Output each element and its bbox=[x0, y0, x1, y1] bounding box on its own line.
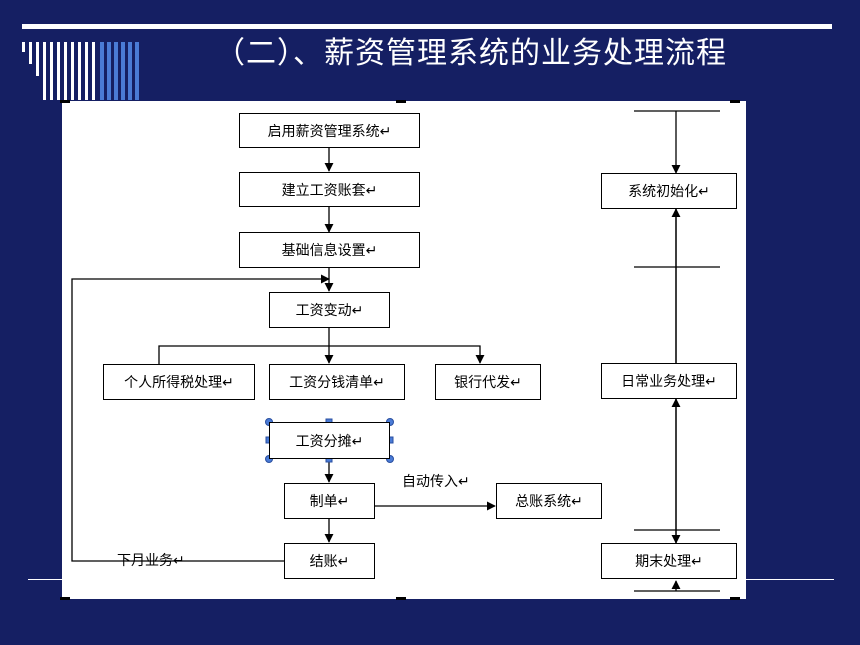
setup-account-box: 建立工资账套↵ bbox=[239, 172, 420, 207]
flowchart-panel: 启用薪资管理系统↵ 建立工资账套↵ 基础信息设置↵ 工资变动↵ 个人所得税处理↵… bbox=[60, 100, 746, 600]
start-salary-system-box: 启用薪资管理系统↵ bbox=[239, 113, 420, 148]
corner-mark bbox=[396, 597, 406, 600]
flowchart-connectors bbox=[71, 110, 720, 592]
daily-processing-box: 日常业务处理↵ bbox=[601, 363, 737, 399]
corner-mark bbox=[60, 597, 70, 600]
decorative-stripes bbox=[22, 42, 142, 100]
corner-mark bbox=[60, 100, 70, 103]
cash-list-box: 工资分钱清单↵ bbox=[269, 364, 405, 400]
period-end-box: 期末处理↵ bbox=[601, 543, 737, 579]
corner-mark bbox=[730, 597, 740, 600]
salary-change-box: 工资变动↵ bbox=[269, 292, 390, 328]
slide-title: （二）、薪资管理系统的业务处理流程 bbox=[215, 36, 727, 71]
bank-payment-box: 银行代发↵ bbox=[435, 364, 541, 400]
next-month-label: 下月业务↵ bbox=[117, 553, 185, 569]
basic-info-box: 基础信息设置↵ bbox=[239, 232, 420, 268]
closing-box: 结账↵ bbox=[284, 543, 375, 579]
top-rule bbox=[22, 24, 832, 29]
general-ledger-box: 总账系统↵ bbox=[496, 483, 602, 519]
auto-transfer-label: 自动传入↵ bbox=[402, 474, 470, 490]
corner-mark bbox=[396, 100, 406, 103]
income-tax-box: 个人所得税处理↵ bbox=[103, 364, 255, 400]
system-init-box: 系统初始化↵ bbox=[601, 173, 737, 209]
voucher-box: 制单↵ bbox=[284, 483, 375, 519]
corner-mark bbox=[730, 100, 740, 103]
salary-allocation-box: 工资分摊↵ bbox=[269, 422, 390, 459]
